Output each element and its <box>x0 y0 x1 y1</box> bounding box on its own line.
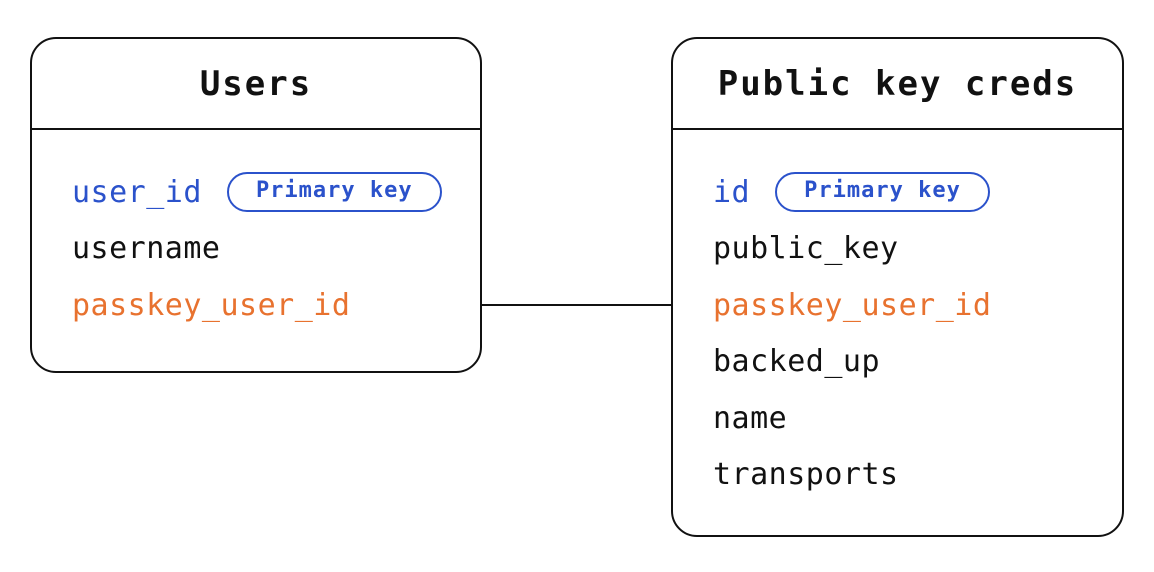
field-name-public-key: public_key <box>713 231 899 267</box>
field-name-username: username <box>72 231 221 267</box>
field-name-transports: transports <box>713 457 899 493</box>
relationship-line <box>481 304 673 306</box>
field-name-backed-up: backed_up <box>713 344 881 380</box>
field-row-id: id Primary key <box>713 164 1122 221</box>
field-name-name: name <box>713 400 788 436</box>
field-row-name: name <box>713 390 1122 447</box>
table-users: Users user_id Primary key username passk… <box>30 37 482 373</box>
table-public-key-creds-title: Public key creds <box>717 63 1078 104</box>
table-users-header: Users <box>32 39 480 130</box>
field-row-user-id: user_id Primary key <box>72 164 480 221</box>
field-row-transports: transports <box>713 447 1122 504</box>
field-row-passkey-user-id: passkey_user_id <box>713 277 1122 334</box>
field-row-passkey-user-id: passkey_user_id <box>72 277 480 334</box>
field-name-id: id <box>713 174 751 210</box>
primary-key-badge: Primary key <box>775 172 990 213</box>
table-public-key-creds-field-list: id Primary key public_key passkey_user_i… <box>673 130 1122 503</box>
table-public-key-creds: Public key creds id Primary key public_k… <box>671 37 1124 537</box>
table-public-key-creds-header: Public key creds <box>673 39 1122 130</box>
table-users-field-list: user_id Primary key username passkey_use… <box>32 130 480 334</box>
field-name-passkey-user-id: passkey_user_id <box>72 287 351 323</box>
field-name-passkey-user-id: passkey_user_id <box>713 287 992 323</box>
field-row-public-key: public_key <box>713 221 1122 278</box>
field-row-username: username <box>72 221 480 278</box>
primary-key-badge: Primary key <box>226 172 442 213</box>
field-row-backed-up: backed_up <box>713 334 1122 391</box>
table-users-title: Users <box>199 63 313 104</box>
field-name-user-id: user_id <box>72 174 202 210</box>
